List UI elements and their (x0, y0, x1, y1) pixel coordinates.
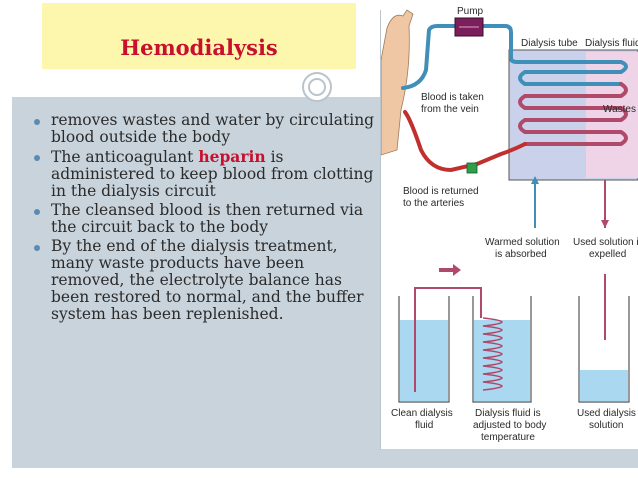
highlight-term: heparin (198, 147, 266, 166)
bullet-item: The anticoagulant heparin is administere… (34, 148, 379, 200)
label-used-expelled-2: expelled (589, 249, 626, 260)
bullet-text: removes wastes and water by circulating … (51, 111, 375, 146)
label-pump: Pump (457, 6, 484, 17)
bullet-dot-icon (34, 119, 40, 125)
beaker-clean (398, 296, 450, 403)
label-dialysis-tube: Dialysis tube (521, 38, 578, 49)
label-adjusted-3: temperature (481, 432, 535, 443)
flow-arrow-icon (439, 264, 461, 276)
clean-fluid-liquid (400, 320, 448, 401)
bullet-text-tail: is administered to keep blood from clott… (51, 148, 374, 200)
label-used-expelled-1: Used solution is (573, 237, 638, 248)
bullet-list: removes wastes and water by circulating … (34, 112, 379, 325)
bullet-text: The cleansed blood is then returned via … (51, 201, 364, 236)
arterial-tube (403, 110, 527, 173)
divider-line (380, 10, 381, 450)
label-warmed-2: is absorbed (495, 249, 547, 260)
content-panel (12, 97, 381, 467)
heater-coil (482, 317, 503, 391)
label-adjusted-2: adjusted to body (473, 420, 546, 431)
label-warmed-1: Warmed solution (485, 237, 560, 248)
label-wastes: Wastes (603, 104, 636, 115)
label-clean-1: Clean dialysis (391, 408, 453, 419)
heater-liquid (474, 320, 530, 401)
bullet-dot-icon (34, 209, 40, 215)
inflow-arrow-icon (531, 176, 539, 184)
siphon-tube (414, 287, 482, 392)
venous-tube (401, 24, 628, 90)
bullet-item: By the end of the dialysis treatment, ma… (34, 238, 379, 323)
bullet-item: removes wastes and water by circulating … (34, 112, 379, 146)
label-adjusted-1: Dialysis fluid is (475, 408, 541, 419)
beaker-used (578, 296, 630, 403)
label-blood-taken-2: from the vein (421, 104, 479, 115)
label-used-solution-1: Used dialysis (577, 408, 636, 419)
dialysis-coil (518, 82, 628, 146)
beaker-heater (472, 296, 532, 403)
bullet-dot-icon (34, 245, 40, 251)
slide-title: Hemodialysis (120, 35, 278, 60)
label-blood-returned-1: Blood is returned (403, 186, 479, 197)
outflow-arrow-icon (601, 220, 609, 228)
bullet-dot-icon (34, 155, 40, 161)
bullet-text: The anticoagulant (51, 148, 199, 166)
bullet-item: The cleansed blood is then returned via … (34, 202, 379, 236)
used-solution-liquid (580, 370, 628, 401)
bottom-band (12, 449, 638, 468)
label-clean-2: fluid (415, 420, 433, 431)
label-blood-returned-2: to the arteries (403, 198, 464, 209)
title-box: Hemodialysis (42, 3, 356, 69)
label-used-solution-2: solution (589, 420, 623, 431)
circle-ornament-icon (302, 72, 332, 102)
hemodialysis-diagram: Pump Dialysis tube Dialysis fluid Blood … (381, 6, 638, 443)
arm-icon (381, 9, 414, 156)
bullet-text: By the end of the dialysis treatment, ma… (51, 237, 364, 323)
label-dialysis-fluid: Dialysis fluid (585, 38, 638, 49)
connector-icon (466, 162, 478, 174)
label-blood-taken-1: Blood is taken (421, 92, 484, 103)
